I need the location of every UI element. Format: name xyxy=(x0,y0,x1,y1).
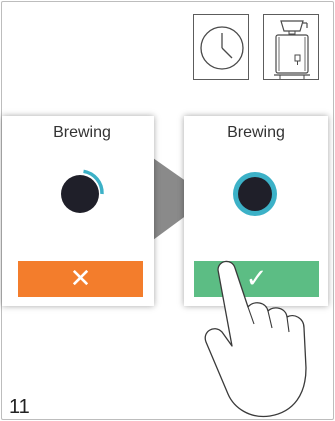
step-number: 11 xyxy=(9,396,30,419)
panel-before: Brewing ✕ xyxy=(2,116,154,306)
checkmark-icon: ✓ xyxy=(194,261,319,297)
cancel-button[interactable]: ✕ xyxy=(18,261,143,297)
confirm-button[interactable]: ✓ xyxy=(194,261,319,297)
close-icon: ✕ xyxy=(18,261,143,297)
panel-after: Brewing ✓ xyxy=(184,116,328,306)
